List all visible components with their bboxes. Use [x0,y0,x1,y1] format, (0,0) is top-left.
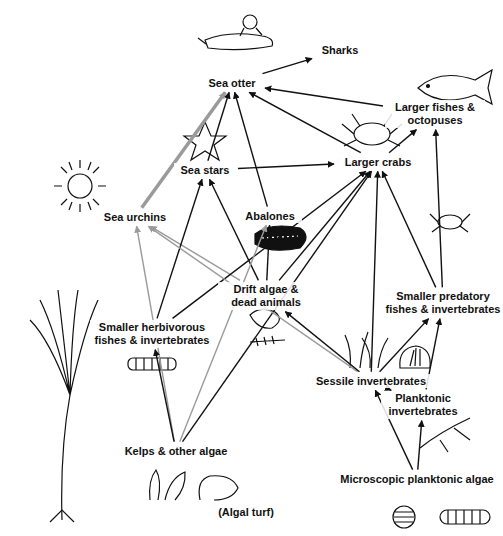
feeding-arrow [389,130,416,153]
group-name: Drift algae & dead animals [220,283,312,308]
feeding-arrow [150,226,240,280]
diatom-drawing-2 [440,510,490,524]
drift-algae-drawing [250,309,279,328]
isopod-segments [136,358,168,370]
feeding-arrow [380,319,429,372]
feeding-arrow [267,225,270,280]
small-crab-legs [430,214,470,232]
feeding-arrow [142,92,226,207]
organism-group: Larger crabs [336,155,420,170]
feeding-arrow [157,179,202,318]
diatom-bands [448,510,480,524]
diatom-lines [394,512,414,522]
kelp-holdfast [50,510,74,522]
organism-group: Planktonic invertebrates [381,391,465,418]
urchin-drawing [68,174,92,198]
group-name: Kelps & other algae [117,445,235,458]
otter-limbs [198,28,262,44]
organism-group: Microscopic planktonic algae [335,472,499,487]
algal-turf-drawing [150,470,238,500]
organism-group: Sea otter [201,76,263,91]
group-name: Larger fishes & octopuses [387,101,483,126]
habitat-label: (Algal turf) [218,506,274,518]
feeding-arrow [371,171,377,371]
group-name: Smaller herbivorous fishes & invertebrat… [92,321,212,346]
sessile-drawing [345,332,388,368]
scallop-drawing [400,346,430,368]
scallop-ribs [410,348,420,366]
otter-head [243,15,257,29]
feeding-arrow [263,59,312,74]
feeding-arrow [265,88,383,106]
feeding-arrow [436,130,443,288]
feeding-arrow [183,171,372,441]
feeding-arrow [238,164,334,168]
fish-eye [427,85,430,88]
fish-drawing [418,70,492,104]
diatom-drawing [393,506,415,528]
organism-drawings [30,15,492,528]
feeding-arrow [173,171,366,318]
group-name: Larger crabs [338,156,418,169]
organism-group: Sea urchins [94,210,176,225]
feeding-arrow [208,92,229,160]
urchin-spines [54,160,106,212]
organism-group: Drift algae & dead animals [218,282,314,309]
group-name: Sea otter [203,77,261,90]
organism-group: Abalones [238,209,302,224]
otter-drawing [205,34,273,50]
kelp-stipe [62,395,70,520]
feeding-arrow [279,171,370,280]
kelp-blades [30,290,98,395]
group-name: Smaller predatory fishes & invertebrates [384,290,502,315]
organism-group: Smaller predatory fishes & invertebrates [382,289,503,316]
feeding-arrow [382,171,435,287]
feeding-arrow [285,312,359,372]
group-name: Sessile invertebrates [311,375,431,388]
group-name: Planktonic invertebrates [383,392,463,417]
feeding-arrow [235,92,268,206]
plankton-drawing [420,418,470,452]
group-name: Abalones [240,210,300,223]
organism-group: Smaller herbivorous fishes & invertebrat… [90,320,214,347]
organism-group: Kelps & other algae [115,444,237,459]
organism-group: Larger fishes & octopuses [385,100,485,127]
organism-group: Sea stars [174,163,236,178]
abalone-drawing [255,226,306,250]
organism-group: Sessile invertebrates [309,374,433,389]
feeding-arrow [210,179,259,280]
feeding-arrow [148,226,357,371]
small-crab-drawing [438,215,462,229]
group-name: Sea stars [176,164,234,177]
feeding-arrow [249,92,361,152]
organism-group: Sharks [314,43,366,58]
feeding-arrow [155,350,174,442]
isopod-drawing [128,358,176,370]
group-name: Microscopic planktonic algae [337,473,497,486]
group-name: Sea urchins [96,211,174,224]
group-name: Sharks [316,44,364,57]
feeding-arrow [418,421,422,470]
